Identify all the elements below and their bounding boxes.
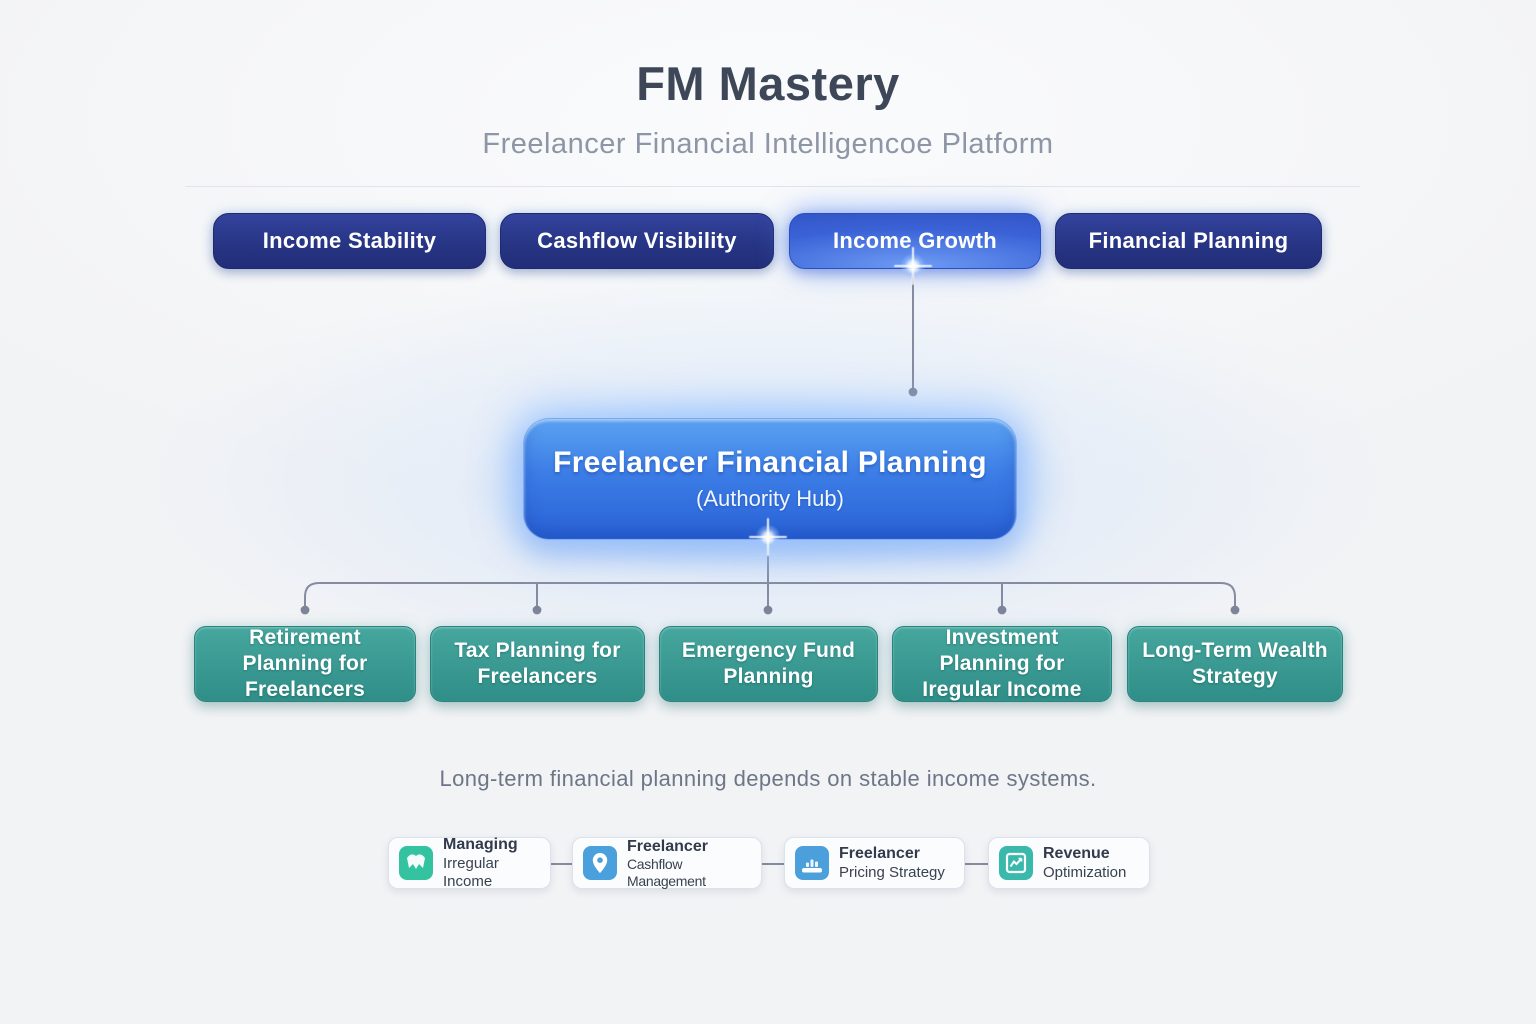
- chart-frame-icon: [999, 846, 1033, 880]
- pillar-cashflow-visibility[interactable]: Cashflow Visibility: [500, 213, 774, 269]
- caption-text: Long-term financial planning depends on …: [439, 766, 1097, 791]
- bar-chart-icon: [795, 846, 829, 880]
- header-divider: [185, 186, 1360, 187]
- page-subtitle: Freelancer Financial Intelligencoe Platf…: [482, 128, 1054, 160]
- resource-card-freelancer-cashflow-management[interactable]: Freelancer Cashflow Management: [572, 837, 762, 889]
- hub-node-freelancer-financial-planning[interactable]: Freelancer Financial Planning (Authority…: [523, 418, 1017, 540]
- resource-card-freelancer-pricing-strategy[interactable]: Freelancer Pricing Strategy: [784, 837, 965, 889]
- branch-tax-planning[interactable]: Tax Planning for Freelancers: [430, 626, 645, 702]
- resource-subtitle: Pricing Strategy: [839, 863, 945, 881]
- branch-emergency-fund[interactable]: Emergency Fund Planning: [659, 626, 878, 702]
- resource-subtitle: Irregular Income: [443, 854, 499, 890]
- resource-subtitle: Cashflow Management: [627, 855, 706, 889]
- resource-card-managing-irregular-income[interactable]: Managing Irregular Income: [388, 836, 551, 890]
- page-title: FM Mastery: [636, 57, 900, 110]
- pillar-income-stability[interactable]: Income Stability: [213, 213, 486, 269]
- resource-title: Freelancer: [627, 837, 708, 855]
- resource-card-revenue-optimization[interactable]: Revenue Optimization: [988, 837, 1150, 889]
- mask-icon: [399, 846, 433, 880]
- branch-retirement-planning[interactable]: Retirement Planning for Freelancers: [194, 626, 416, 702]
- resource-title: Freelancer: [839, 845, 920, 863]
- map-pin-icon: [583, 846, 617, 880]
- branch-investment-planning[interactable]: Investment Planning for Iregular Income: [892, 626, 1112, 702]
- resource-title: Managing: [443, 836, 518, 854]
- branch-long-term-wealth[interactable]: Long-Term Wealth Strategy: [1127, 626, 1343, 702]
- resource-subtitle: Optimization: [1043, 863, 1127, 881]
- hub-title: Freelancer Financial Planning: [553, 446, 987, 479]
- pillar-financial-planning[interactable]: Financial Planning: [1055, 213, 1322, 269]
- pillar-income-growth[interactable]: Income Growth: [789, 213, 1041, 269]
- resource-title: Revenue: [1043, 845, 1110, 863]
- hub-subtitle: (Authority Hub): [696, 486, 844, 511]
